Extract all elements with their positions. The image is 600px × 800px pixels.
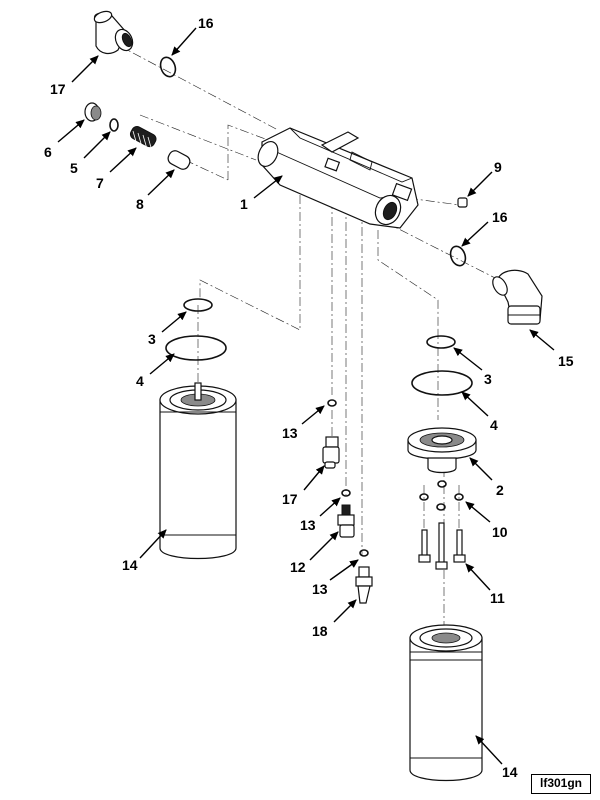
callout-13-a: 13 <box>282 425 298 441</box>
washers-part-10 <box>419 480 464 511</box>
filter-element-14-bottom <box>409 624 483 782</box>
assembly-guide-lines <box>117 44 506 630</box>
callout-18: 18 <box>312 623 328 639</box>
callout-4-left: 4 <box>136 373 144 389</box>
callout-17-top: 17 <box>50 81 66 97</box>
callout-2: 2 <box>496 482 504 498</box>
elbow-fitting-top-part <box>93 10 134 55</box>
callout-10: 10 <box>492 524 508 540</box>
filter-element-14-left <box>159 382 237 560</box>
adapter-part-2 <box>407 427 477 474</box>
callout-9: 9 <box>494 159 502 175</box>
callout-16-top: 16 <box>198 15 214 31</box>
spring-part-7 <box>129 125 157 152</box>
callout-3-left: 3 <box>148 331 156 347</box>
callout-6: 6 <box>44 144 52 160</box>
switch-part-12 <box>337 504 355 538</box>
callout-3-right: 3 <box>484 371 492 387</box>
callout-8: 8 <box>136 196 144 212</box>
callout-11: 11 <box>490 590 505 606</box>
o-ring-13-c <box>359 549 369 557</box>
callout-17-sensor: 17 <box>282 491 298 507</box>
seal-ring-3-right <box>426 335 456 349</box>
callout-12: 12 <box>290 559 306 575</box>
seal-ring-4-left <box>165 335 227 361</box>
o-ring-13-a <box>327 399 337 407</box>
valve-part-8 <box>167 150 191 170</box>
elbow-fitting-part-15 <box>492 269 543 325</box>
seal-ring-4-right <box>411 370 473 396</box>
sensor-part-18 <box>355 566 373 604</box>
callout-14-bottom: 14 <box>502 764 518 780</box>
callout-13-c: 13 <box>312 581 328 597</box>
callout-leaders <box>57 27 555 765</box>
callout-1: 1 <box>240 196 248 212</box>
plug-part-6 <box>84 102 102 122</box>
callout-13-b: 13 <box>300 517 316 533</box>
callout-4-right: 4 <box>490 417 498 433</box>
callout-14-left: 14 <box>122 557 138 573</box>
bolts-part-11 <box>418 522 466 570</box>
o-ring-part-5 <box>109 118 119 132</box>
filter-head-housing-part-1 <box>257 127 419 229</box>
o-ring-16-right <box>449 245 467 267</box>
callout-7: 7 <box>96 175 104 191</box>
callout-numbers: 16 17 6 5 7 8 1 9 16 15 3 4 3 4 13 2 17 … <box>44 15 574 780</box>
callout-15: 15 <box>558 353 574 369</box>
figure-code-label: lf301gn <box>531 774 591 794</box>
plug-part-9 <box>457 197 468 208</box>
callout-5: 5 <box>70 160 78 176</box>
callout-16-right: 16 <box>492 209 508 225</box>
o-ring-13-b <box>341 489 351 497</box>
seal-ring-3-left <box>183 298 213 312</box>
sensor-part-17 <box>322 436 340 469</box>
o-ring-16-top <box>159 56 177 78</box>
